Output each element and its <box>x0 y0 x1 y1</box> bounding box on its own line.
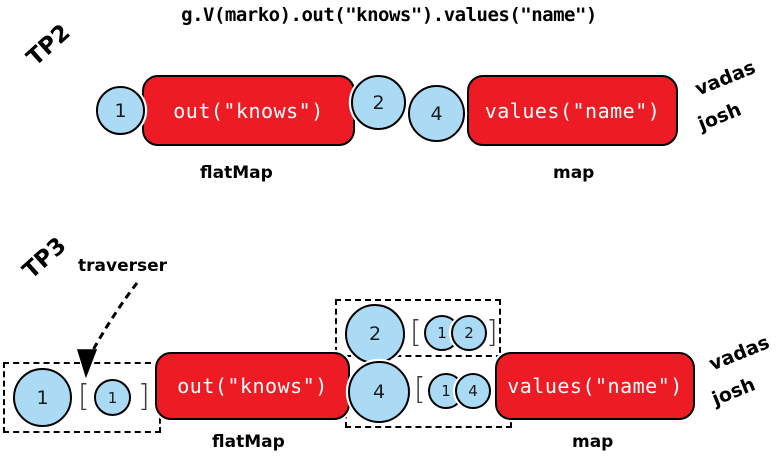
path-item: 1 <box>437 324 447 342</box>
path-item: 1 <box>441 382 451 400</box>
tp3-step-flatmap[interactable]: out("knows") <box>155 352 350 420</box>
tp2-caption-flatmap: flatMap <box>200 163 273 183</box>
tp3-traverser-4: 4 <box>348 361 410 423</box>
tp3-caption-map: map <box>572 432 614 452</box>
tp3-bracket-close-2: ] <box>486 315 498 350</box>
tp2-tag: TP2 <box>22 19 76 72</box>
step-label: out("knows") <box>177 374 328 398</box>
tp3-step-map[interactable]: values("name") <box>495 352 695 420</box>
page-title: g.V(marko).out("knows").values("name") <box>181 4 597 26</box>
traverser-id: 2 <box>372 91 385 114</box>
traverser-id: 1 <box>36 386 49 409</box>
tp3-tag: TP3 <box>18 232 72 285</box>
tp3-path-4-item-2: 4 <box>455 373 491 409</box>
tp3-bracket-open-1: [ <box>78 379 90 414</box>
step-label: values("name") <box>484 98 661 123</box>
path-item: 4 <box>468 382 478 400</box>
tp3-traverser-2: 2 <box>345 304 405 364</box>
traverser-id: 2 <box>368 323 382 345</box>
tp2-caption-map: map <box>553 163 595 183</box>
tp3-path-2-item-2: 2 <box>451 315 487 351</box>
tp2-traverser-4: 4 <box>408 85 465 142</box>
tp3-caption-flatmap: flatMap <box>212 432 285 452</box>
tp3-output-vadas: vadas <box>706 331 773 376</box>
traverser-id: 4 <box>372 381 386 403</box>
traverser-id: 4 <box>430 102 443 125</box>
path-item: 2 <box>464 324 474 342</box>
tp3-bracket-open-2: [ <box>410 315 422 350</box>
tp2-traverser-2: 2 <box>351 75 406 130</box>
tp3-bracket-open-4: [ <box>414 372 426 407</box>
step-label: values("name") <box>507 374 683 398</box>
path-item: 1 <box>107 388 118 407</box>
tp3-traverser-1: 1 <box>13 368 72 427</box>
tp2-step-map[interactable]: values("name") <box>467 75 678 146</box>
traverser-annotation: traverser <box>78 256 168 276</box>
tp2-output-vadas: vadas <box>692 56 759 101</box>
tp3-output-josh: josh <box>709 373 759 411</box>
tp2-output-josh: josh <box>695 98 745 136</box>
tp3-bracket-close-1: ] <box>138 379 150 414</box>
tp2-traverser-1: 1 <box>96 86 145 135</box>
traverser-id: 1 <box>114 99 127 122</box>
tp2-step-flatmap[interactable]: out("knows") <box>142 75 355 146</box>
step-label: out("knows") <box>173 98 324 123</box>
tp3-path-1-item-1: 1 <box>94 379 131 416</box>
